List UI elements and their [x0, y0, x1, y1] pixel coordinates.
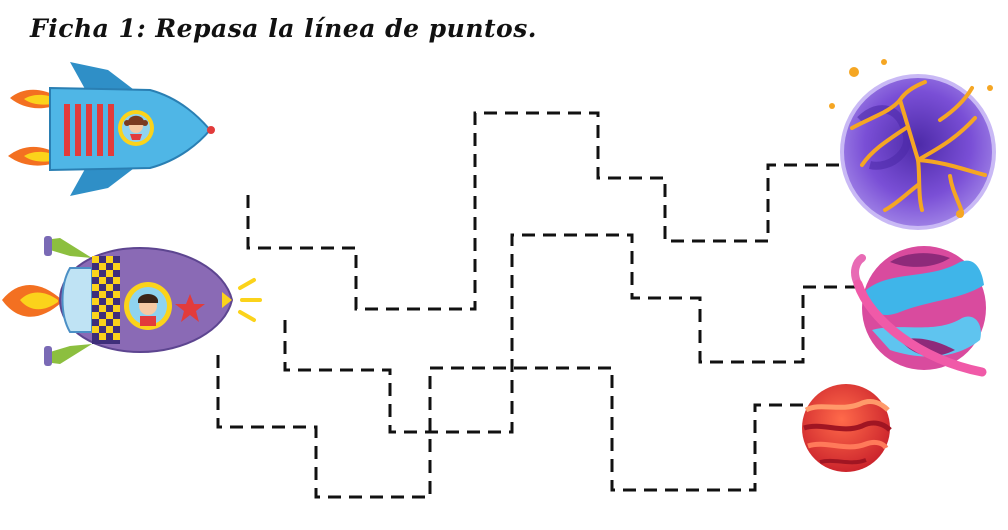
dotted-path-1: [246, 111, 840, 311]
dotted-path-3: [216, 355, 812, 499]
planet-top-icon: [829, 59, 996, 230]
rocket-bottom-icon: [2, 236, 262, 366]
worksheet-title: Ficha 1: Repasa la línea de puntos.: [30, 14, 538, 43]
planet-middle-icon: [851, 246, 987, 377]
dotted-paths: [216, 111, 858, 499]
rocket-top-icon: [8, 62, 215, 196]
dotted-path-2: [283, 233, 858, 434]
planet-bottom-icon: [802, 384, 892, 472]
